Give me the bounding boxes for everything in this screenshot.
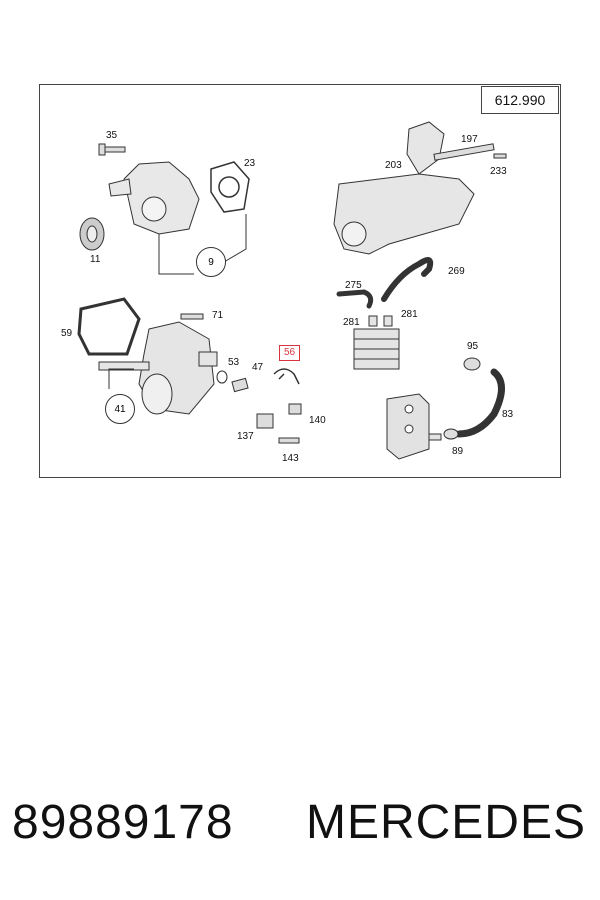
- callout-275[interactable]: 275: [345, 280, 362, 291]
- hose-269-illustration: [381, 257, 434, 302]
- leader-9b: [223, 214, 247, 263]
- callout-56-highlighted[interactable]: 56: [279, 345, 301, 361]
- callout-197[interactable]: 197: [461, 134, 478, 145]
- bolt-35-illustration: [98, 143, 126, 156]
- callout-269[interactable]: 269: [448, 266, 465, 277]
- diagram-reference-number: 612.990: [481, 86, 559, 114]
- callout-9[interactable]: 9: [196, 247, 226, 277]
- callout-71[interactable]: 71: [212, 310, 224, 321]
- coolant-housing-illustration: [333, 121, 475, 255]
- callout-95[interactable]: 95: [467, 341, 479, 352]
- callout-11[interactable]: 11: [90, 254, 101, 265]
- tube-197-illustration: [433, 143, 495, 161]
- callout-35[interactable]: 35: [106, 130, 118, 141]
- callout-53[interactable]: 53: [228, 357, 240, 368]
- product-footer: 89889178 MERCEDES: [0, 795, 600, 865]
- clamp-95-illustration: [463, 357, 481, 371]
- clip-137-illustration: [256, 413, 274, 429]
- bolt-233-illustration: [493, 153, 507, 159]
- hose-275-illustration: [336, 289, 374, 309]
- callout-281-right[interactable]: 281: [401, 309, 418, 320]
- callout-143[interactable]: 143: [282, 453, 299, 464]
- pulley-11-illustration: [79, 217, 105, 251]
- leader-9a: [158, 234, 194, 275]
- parts-diagram: 612.990 35 23 11 9 203 197 233 269 275 2…: [39, 84, 561, 478]
- heat-exchanger-illustration: [386, 393, 442, 460]
- gasket-23-illustration: [210, 161, 250, 213]
- diagram-border: [39, 84, 561, 478]
- brand-name: MERCEDES: [305, 796, 586, 849]
- clip-56-illustration: [273, 368, 300, 385]
- bolt-71-illustration: [180, 313, 204, 320]
- part-number: 89889178: [12, 796, 234, 849]
- callout-23[interactable]: 23: [244, 158, 256, 169]
- clamp-89-illustration: [443, 428, 459, 440]
- callout-89[interactable]: 89: [452, 446, 464, 457]
- leader-41a: [108, 368, 134, 389]
- callout-137[interactable]: 137: [237, 431, 254, 442]
- callout-83[interactable]: 83: [502, 409, 514, 420]
- sensor-47-illustration: [231, 377, 249, 393]
- callout-47[interactable]: 47: [252, 362, 264, 373]
- bolt-143-illustration: [278, 437, 300, 444]
- oil-cooler-illustration: [353, 315, 400, 370]
- clip-140-illustration: [288, 403, 302, 415]
- callout-281-left[interactable]: 281: [343, 317, 360, 328]
- callout-140[interactable]: 140: [309, 415, 326, 426]
- callout-233[interactable]: 233: [490, 166, 507, 177]
- diagram-drawing: [39, 84, 561, 478]
- thermostat-housing-illustration: [98, 321, 218, 415]
- callout-203[interactable]: 203: [385, 160, 402, 171]
- callout-59[interactable]: 59: [61, 328, 73, 339]
- callout-41[interactable]: 41: [105, 394, 135, 424]
- hose-83-illustration: [455, 368, 505, 438]
- seal-53-illustration: [216, 370, 228, 384]
- water-pump-illustration: [108, 161, 200, 235]
- gasket-59-illustration: [77, 297, 141, 356]
